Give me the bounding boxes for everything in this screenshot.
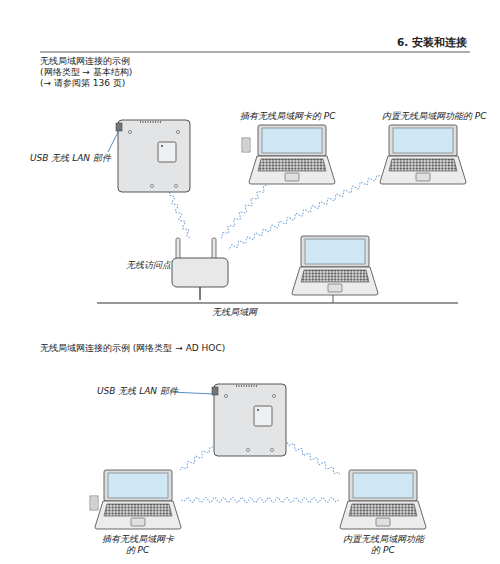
laptop-illustration [292, 236, 378, 295]
wlan-card [242, 138, 250, 152]
laptop-illustration [249, 125, 335, 184]
access-point-node: 无线访问点 [172, 238, 228, 287]
laptop-node: 内置无线局域网功能 的 PC [340, 470, 426, 530]
wireless-link [221, 185, 266, 238]
laptop-illustration [95, 470, 181, 529]
cable [200, 287, 201, 300]
wireless-link [287, 443, 340, 475]
node-label: 内置无线局域网功能的 PC [382, 111, 487, 122]
node-label: USB 无线 LAN 部件 [97, 386, 178, 397]
access-point-illustration [172, 238, 228, 287]
section-header: 6. 安装和连接 [397, 37, 467, 48]
wireless-link [180, 447, 213, 470]
node-label: 无线局域网 [212, 307, 257, 318]
lan-band: 无线局域网 [97, 300, 458, 306]
leader-line [108, 128, 120, 152]
wlan-card [90, 496, 98, 510]
laptop-illustration [340, 470, 426, 529]
laptop-node: 插有无线局域网卡 的 PC [95, 470, 181, 530]
projector-node: USB 无线 LAN 部件 [213, 384, 287, 457]
laptop-node: 内置无线局域网功能的 PC [380, 125, 466, 185]
cable-connector [200, 287, 201, 300]
projector-illustration [116, 120, 190, 192]
page-reference: (→ 请参阅第 136 页) [40, 78, 125, 89]
header-rule [40, 52, 470, 53]
cable [333, 295, 334, 303]
laptop-node: 插有无线局域网卡的 PC [248, 125, 336, 185]
projector-node: USB 无线 LAN 部件 [118, 120, 190, 192]
node-label: USB 无线 LAN 部件 [30, 153, 111, 164]
node-label: 插有无线局域网卡的 PC [240, 111, 336, 122]
node-label: 内置无线局域网功能 的 PC [341, 534, 425, 556]
lan-line [97, 303, 458, 304]
wireless-link [181, 498, 340, 503]
section-caption: (网络类型 → 基本结构) [40, 67, 132, 78]
projector-illustration [212, 384, 286, 456]
section-caption: 无线局域网连接的示例 [40, 56, 130, 67]
node-label: 无线访问点 [126, 260, 171, 271]
node-label: 插有无线局域网卡 的 PC [100, 534, 175, 556]
laptop-illustration [380, 125, 466, 184]
wireless-link [170, 192, 190, 238]
section-caption: 无线局域网连接的示例 (网络类型 → AD HOC) [40, 343, 225, 354]
